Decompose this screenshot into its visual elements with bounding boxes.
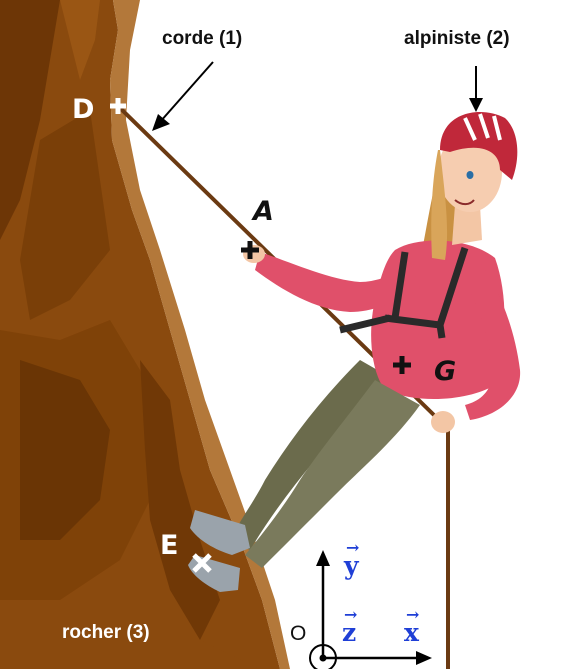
point-E-label: E [160, 530, 179, 561]
y-axis-label: →y [344, 538, 360, 580]
climber [188, 111, 521, 592]
z-axis-label: →z [342, 605, 358, 647]
x-axis-arrowhead [416, 651, 432, 665]
back-leg [230, 360, 395, 550]
coordinate-axes [309, 550, 432, 669]
hand-g [431, 411, 455, 433]
origin-label: O [290, 622, 307, 645]
shoe-upper [190, 510, 250, 555]
point-D-label: D [72, 94, 95, 125]
climber-label: alpiniste (2) [404, 28, 510, 49]
rock-wall [0, 0, 290, 669]
point-E-marker [192, 553, 212, 573]
point-D-marker [110, 98, 126, 114]
raised-arm [255, 252, 420, 312]
z-axis-circle [309, 644, 337, 669]
rope-leader-arrow [152, 61, 214, 131]
point-A-marker [241, 241, 259, 259]
rock-label: rocher (3) [62, 622, 150, 643]
y-axis-arrowhead [316, 550, 330, 566]
point-G-marker [393, 356, 411, 374]
point-A-label: A [253, 196, 274, 227]
point-G-label: G [434, 356, 457, 387]
lower-arm [462, 262, 521, 420]
climber-leader-arrow [469, 66, 483, 112]
rope-label: corde (1) [162, 28, 243, 49]
x-axis-label: →x [404, 605, 420, 647]
harness [339, 246, 469, 339]
z-axis-dot [319, 654, 327, 662]
front-leg [245, 380, 420, 568]
